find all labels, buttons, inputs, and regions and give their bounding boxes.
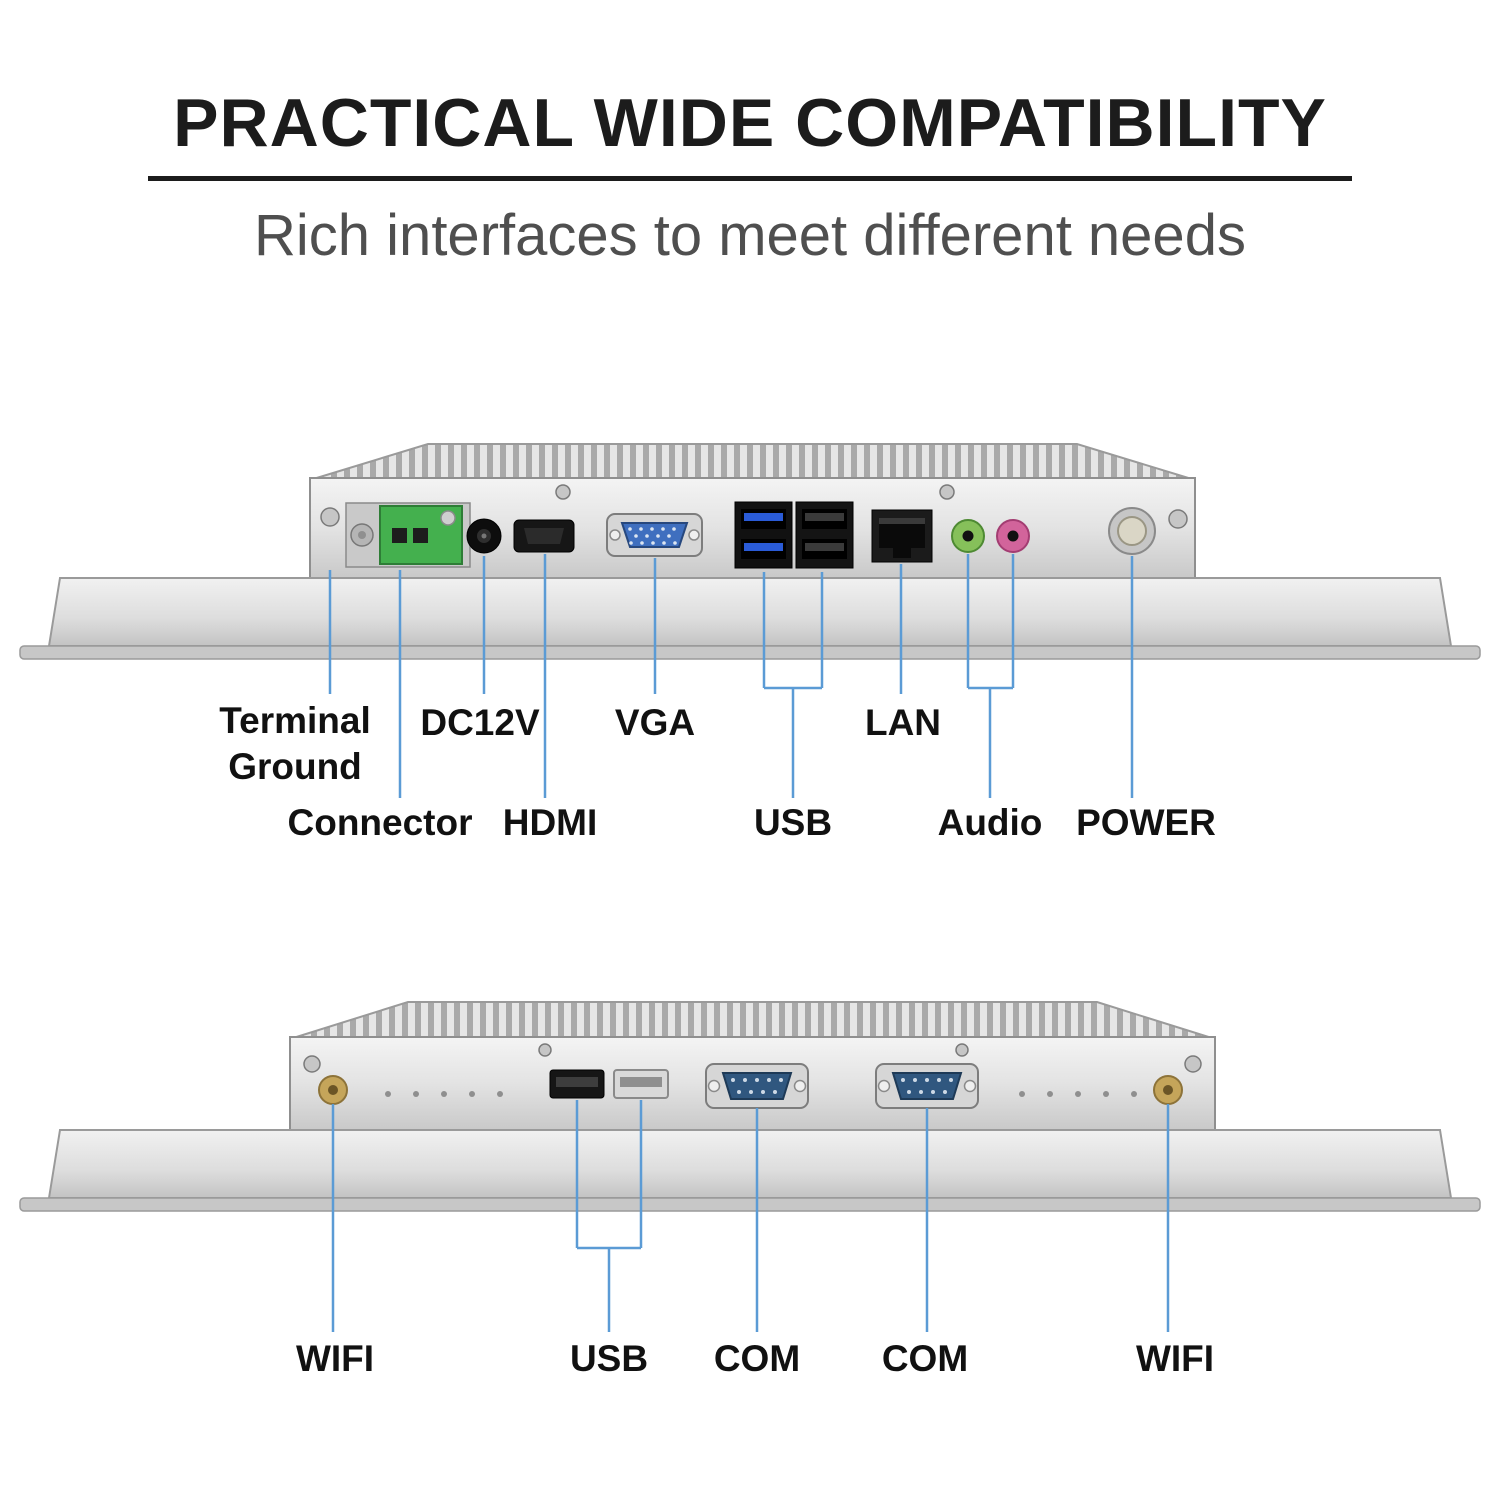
display-panel-edge-bottom — [19, 1129, 1481, 1212]
label-usb-bottom: USB — [569, 1338, 649, 1379]
label-com-2: COM — [881, 1338, 969, 1379]
wifi-antenna-connector-right — [1153, 1075, 1183, 1105]
label-com-1: COM — [713, 1338, 801, 1379]
label-wifi-right: WIFI — [1135, 1338, 1215, 1379]
label-usb-top: USB — [753, 802, 833, 843]
dc-power-jack — [466, 518, 502, 554]
label-wifi-left: WIFI — [295, 1338, 375, 1379]
page-subtitle: Rich interfaces to meet different needs — [254, 203, 1246, 268]
chassis-screws-top — [320, 484, 1188, 529]
terminal-ground-connector — [345, 502, 471, 568]
vent-holes-right — [1019, 1091, 1137, 1097]
usb-ports-bottom — [549, 1069, 669, 1099]
label-audio: Audio — [937, 802, 1043, 843]
top-leader-lines — [328, 554, 1134, 798]
com-port-1 — [705, 1063, 809, 1109]
chassis-screws-bottom — [303, 1043, 1202, 1073]
top-view-device — [19, 443, 1481, 798]
vent-holes-left — [385, 1091, 503, 1097]
display-panel-edge-top — [19, 577, 1481, 660]
com-port-2 — [875, 1063, 979, 1109]
hdmi-port — [513, 519, 575, 553]
lan-port — [871, 509, 933, 563]
label-vga: VGA — [614, 702, 696, 743]
bottom-leader-lines — [331, 1100, 1170, 1332]
label-connector: Connector — [287, 802, 473, 843]
usb-ports-top — [734, 501, 854, 569]
label-terminal-ground: Terminal Ground — [219, 700, 371, 788]
vga-port — [606, 513, 703, 557]
bottom-view-device — [19, 1001, 1481, 1332]
heatsink-fins-bottom — [290, 1002, 1215, 1039]
title-underline — [148, 176, 1352, 181]
label-hdmi: HDMI — [502, 802, 598, 843]
label-power: POWER — [1076, 802, 1216, 843]
heatsink-fins-top — [310, 444, 1195, 480]
label-lan: LAN — [864, 702, 942, 743]
wifi-antenna-connector-left — [318, 1075, 348, 1105]
audio-jacks — [951, 519, 1030, 553]
label-dc12v: DC12V — [420, 702, 540, 743]
page-title: PRACTICAL WIDE COMPATIBILITY — [173, 85, 1327, 161]
power-button — [1108, 507, 1156, 555]
